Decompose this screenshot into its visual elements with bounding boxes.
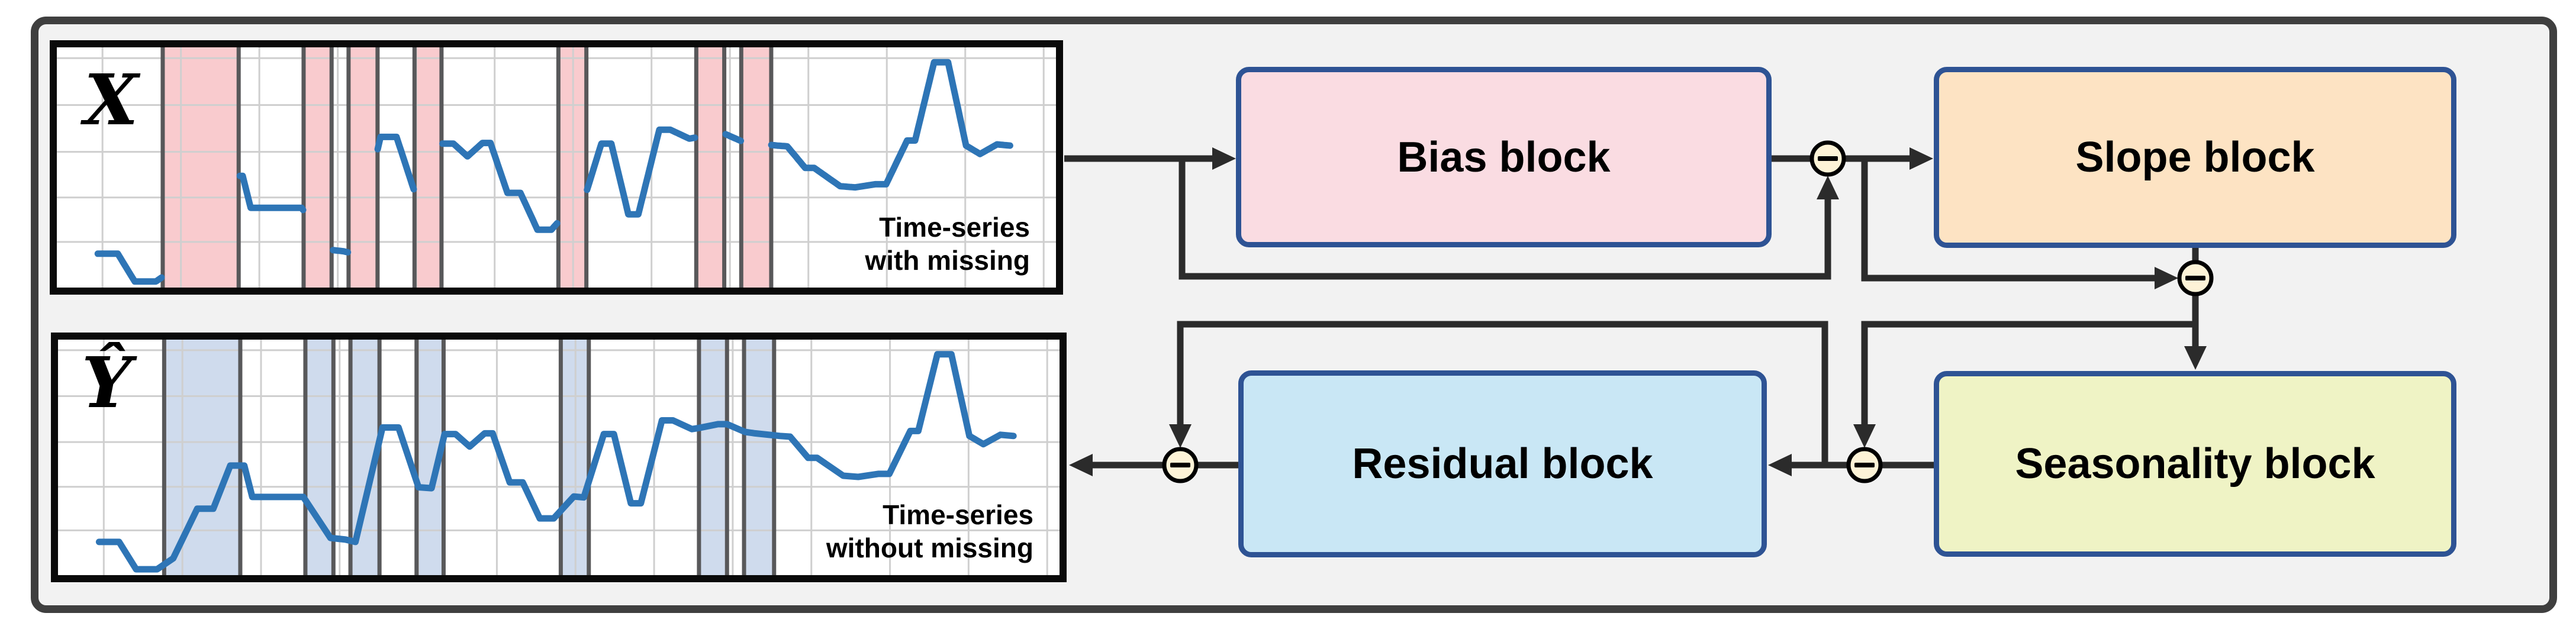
residual-block-label: Residual block bbox=[1352, 440, 1653, 488]
seasonality-block: Seasonality block bbox=[1934, 371, 2456, 557]
slope-block-label: Slope block bbox=[2075, 134, 2315, 181]
series-line bbox=[374, 133, 417, 193]
missing-band bbox=[348, 47, 378, 288]
missing-band bbox=[696, 47, 724, 288]
series-line bbox=[94, 250, 165, 285]
series-line bbox=[330, 247, 352, 256]
missing-band bbox=[414, 47, 442, 288]
slope-block: Slope block bbox=[1934, 67, 2456, 248]
x-plot-label: X bbox=[84, 59, 139, 141]
missing-band bbox=[744, 340, 774, 575]
y-plot-label: Ŷ bbox=[82, 341, 132, 424]
x-plot-caption-line2: with missing bbox=[865, 244, 1030, 276]
y-plot-caption: Time-series without missing bbox=[826, 498, 1033, 564]
x-plot-caption: Time-series with missing bbox=[865, 211, 1030, 277]
missing-band bbox=[164, 340, 240, 575]
series-line bbox=[768, 59, 1013, 191]
missing-band bbox=[303, 47, 332, 288]
series-line bbox=[584, 126, 698, 218]
bias-block: Bias block bbox=[1236, 67, 1772, 247]
bias-block-label: Bias block bbox=[1397, 133, 1611, 181]
y-plot-caption-line1: Time-series bbox=[883, 499, 1033, 530]
residual-block: Residual block bbox=[1238, 370, 1767, 557]
missing-band bbox=[698, 340, 727, 575]
missing-band bbox=[162, 47, 239, 288]
series-line bbox=[95, 351, 1017, 573]
y-plot-chart bbox=[58, 340, 1060, 575]
missing-band bbox=[741, 47, 771, 288]
series-line bbox=[439, 140, 561, 233]
seasonality-block-label: Seasonality block bbox=[2015, 440, 2375, 488]
series-line bbox=[722, 131, 745, 144]
x-plot-chart bbox=[57, 47, 1056, 288]
timeseries-plot-with-missing: X Time-series with missing bbox=[50, 40, 1063, 295]
timeseries-plot-without-missing: Ŷ Time-series without missing bbox=[51, 333, 1067, 582]
x-plot-caption-line1: Time-series bbox=[879, 211, 1030, 243]
series-line bbox=[236, 172, 307, 214]
y-plot-caption-line2: without missing bbox=[826, 532, 1033, 563]
